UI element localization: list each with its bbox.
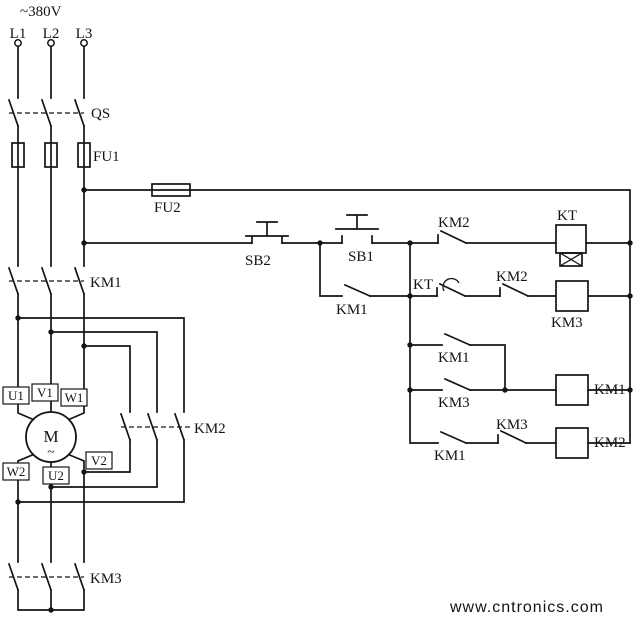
terminal-box-v2	[85, 451, 113, 470]
label-phase-l2: L2	[43, 26, 60, 42]
label-km1-selfhold: KM1	[336, 302, 368, 318]
terminal-label-w1: W1	[65, 390, 84, 405]
label-km3-power: KM3	[90, 571, 122, 587]
label-phase-l3: L3	[76, 26, 93, 42]
label-km1-coil: KM1	[594, 382, 626, 398]
terminal-label-v2: V2	[91, 453, 107, 468]
label-km3-row4: KM3	[438, 395, 470, 411]
km1-no-contact-row3	[443, 332, 472, 347]
terminal-box-w1	[60, 388, 88, 407]
label-km1-row3: KM1	[438, 350, 470, 366]
label-km1-row5: KM1	[434, 448, 466, 464]
terminal-label-v1: V1	[37, 385, 53, 400]
label-kt-coil: KT	[557, 208, 577, 224]
terminal-label-u1: U1	[8, 388, 24, 403]
power-wires	[17, 45, 631, 611]
motor-letter: M	[43, 427, 58, 446]
labels: ~380V L1 L2 L3 QS FU1 FU2 KM1 KM2 KM3 SB…	[10, 4, 626, 587]
label-km3-coil: KM3	[551, 315, 583, 331]
label-km2-coil: KM2	[594, 435, 626, 451]
km3-nc-contact-row5	[497, 429, 528, 445]
label-sb1: SB1	[348, 249, 374, 265]
label-km2-power: KM2	[194, 421, 226, 437]
terminal-box-u2	[42, 466, 70, 485]
label-fu1: FU1	[93, 149, 120, 165]
km1-no-contact-row5	[439, 430, 468, 445]
label-kt-contact: KT	[413, 277, 433, 293]
control-wires	[83, 242, 631, 444]
km3-coil	[555, 280, 589, 312]
label-km2-row2: KM2	[496, 269, 528, 285]
supply-terminals	[14, 39, 88, 47]
label-km3-row5: KM3	[496, 417, 528, 433]
km1-coil	[555, 374, 589, 406]
sb1-start-button	[335, 214, 379, 244]
km3-no-contact-row4	[443, 377, 472, 392]
km1-selfhold-contact	[343, 283, 372, 298]
label-km1-power: KM1	[90, 275, 122, 291]
label-phase-l1: L1	[10, 26, 27, 42]
terminal-label-u2: U2	[48, 468, 64, 483]
label-voltage: ~380V	[20, 4, 62, 20]
label-sb2: SB2	[245, 253, 271, 269]
km2-nc-contact-row1	[437, 229, 468, 245]
fu1-fuses	[11, 142, 91, 168]
km2-nc-contact-row2	[499, 282, 530, 298]
junction-dots	[15, 187, 633, 613]
terminal-box-u1	[2, 386, 30, 405]
terminal-box-v1	[31, 383, 59, 402]
motor-symbol: M ~	[25, 411, 77, 463]
kt-delayed-contact	[436, 277, 467, 298]
label-fu2: FU2	[154, 200, 181, 216]
terminal-box-w2	[2, 462, 30, 481]
kt-timer-coil	[555, 224, 587, 267]
terminal-label-w2: W2	[7, 464, 26, 479]
sb2-stop-button	[245, 221, 289, 244]
watermark-text: www.cntronics.com	[449, 599, 604, 616]
motor-terminal-labels: U1 V1 W1 W2 U2 V2	[2, 383, 113, 485]
label-km2-row1: KM2	[438, 215, 470, 231]
km2-delta-contacts	[119, 412, 192, 442]
fu2-fuse	[151, 183, 191, 197]
qs-disconnect-switch	[7, 98, 86, 128]
motor-phase-mark: ~	[47, 445, 55, 460]
km1-main-contacts	[7, 266, 86, 296]
km2-coil	[555, 427, 589, 459]
km3-star-contacts	[7, 562, 86, 592]
label-qs: QS	[91, 106, 110, 122]
